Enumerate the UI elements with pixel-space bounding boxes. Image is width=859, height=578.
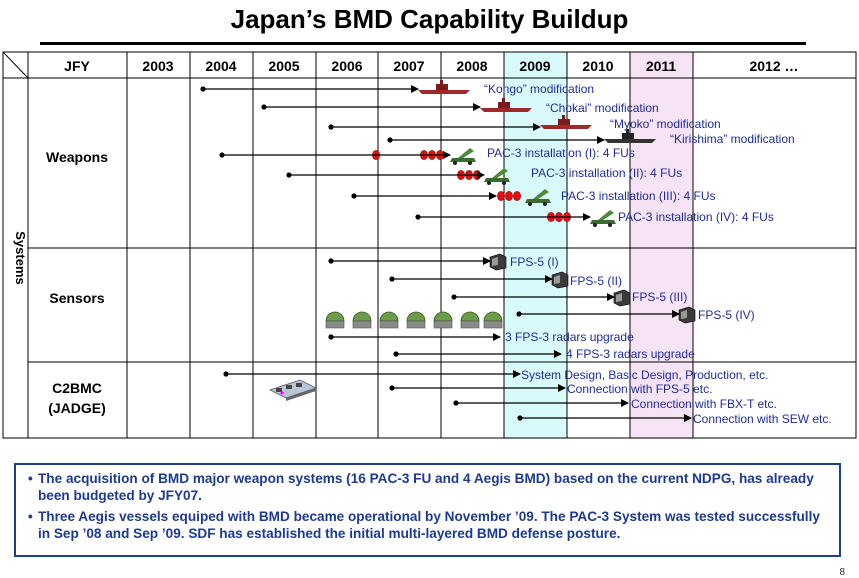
highlight-2009-header	[504, 52, 567, 78]
highlight-2011	[630, 78, 693, 439]
ship-icon	[418, 80, 470, 94]
fps5-label: FPS-5 (IV)	[698, 308, 755, 322]
header-year-2008: 2008	[456, 58, 487, 74]
radar-dome-icon	[379, 311, 399, 329]
summary-item: •Three Aegis vessels equiped with BMD be…	[28, 509, 820, 541]
pac3-missile-marker	[497, 191, 505, 201]
ship-icon	[480, 98, 532, 112]
pac3-missile-marker	[513, 191, 521, 201]
fps5-label: FPS-5 (I)	[510, 255, 559, 269]
header-year-2010: 2010	[582, 58, 613, 74]
radar-building-icon	[613, 289, 631, 307]
ship-icon	[604, 129, 656, 143]
pac3-launcher-icons	[450, 148, 616, 227]
summary-text: The acquisition of BMD major weapon syst…	[38, 471, 814, 503]
title-underline	[40, 42, 806, 45]
header-year-2005: 2005	[268, 58, 299, 74]
ship-modification-label: “Myoko” modification	[610, 117, 721, 131]
ship-modification-label: “Kongo” modification	[484, 82, 594, 96]
ship-modification-label: “Chokai” modification	[546, 101, 659, 115]
header-year-2012: 2012 …	[749, 58, 798, 74]
bmd-timeline-table: JFY 2003 2004 2005 2006 2007 2008 2009 2…	[2, 51, 857, 439]
summary-box: •The acquisition of BMD major weapon sys…	[14, 463, 841, 557]
fps3-upgrade-label: 3 FPS-3 radars upgrade	[505, 330, 634, 344]
fps5-radar-icons	[489, 253, 696, 324]
pac3-launcher-icon	[525, 189, 551, 206]
c2bmc-label: System Design, Basic Design, Production,…	[521, 368, 768, 382]
pac3-launcher-icon	[590, 210, 616, 227]
pac3-installation-label: PAC-3 installation (I): 4 FUs	[487, 146, 635, 160]
timeline-labels: “Kongo” modification “Chokai” modificatio…	[484, 82, 832, 426]
systems-label: Systems	[13, 231, 28, 284]
pac3-installation-label: PAC-3 installation (II): 4 FUs	[531, 166, 682, 180]
section-weapons-label: Weapons	[46, 149, 108, 165]
fps3-upgrade-label: 4 FPS-3 radars upgrade	[566, 347, 695, 361]
header-year-2007: 2007	[393, 58, 424, 74]
pac3-launcher-icon	[450, 148, 476, 165]
c2bmc-label: Connection with SEW etc.	[693, 412, 832, 426]
header-year-2003: 2003	[142, 58, 173, 74]
aegis-ship-icons	[418, 80, 656, 143]
pac3-installation-label: PAC-3 installation (IV): 4 FUs	[618, 210, 774, 224]
ship-modification-label: “Kirishima” modification	[670, 132, 795, 146]
pac3-missile-marker	[505, 191, 513, 201]
ship-icon	[540, 115, 592, 129]
section-c2bmc-label-line1: C2BMC	[52, 380, 102, 396]
radar-dome-icon	[352, 311, 372, 329]
radar-dome-icon	[433, 311, 453, 329]
header-year-2009: 2009	[519, 58, 550, 74]
section-c2bmc-label-line2: (JADGE)	[48, 400, 106, 416]
fps3-radar-dome-icons	[325, 311, 503, 329]
radar-building-icon	[678, 306, 696, 324]
page-number: 8	[839, 567, 845, 578]
pac3-installation-label: PAC-3 installation (III): 4 FUs	[561, 189, 716, 203]
jadge-network-icon	[268, 379, 318, 401]
c2bmc-label: Connection with FBX-T etc.	[631, 397, 777, 411]
header-year-2006: 2006	[331, 58, 362, 74]
pac3-launcher-icon	[484, 168, 510, 185]
fps5-label: FPS-5 (II)	[570, 274, 622, 288]
highlight-2009	[504, 78, 567, 439]
summary-item: •The acquisition of BMD major weapon sys…	[28, 471, 814, 503]
summary-text: Three Aegis vessels equiped with BMD bec…	[38, 509, 820, 541]
header-year-2004: 2004	[205, 58, 236, 74]
timeline-arrows	[200, 85, 692, 422]
radar-dome-icon	[406, 311, 426, 329]
header-year-2011: 2011	[646, 58, 677, 74]
fps5-label: FPS-5 (III)	[632, 290, 687, 304]
radar-dome-icon	[483, 311, 503, 329]
highlight-2011-header	[630, 52, 693, 78]
radar-dome-icon	[460, 311, 480, 329]
radar-dome-icon	[325, 311, 345, 329]
section-sensors-label: Sensors	[49, 290, 104, 306]
radar-building-icon	[489, 253, 507, 271]
c2bmc-label: Connection with FPS-5 etc.	[567, 382, 712, 396]
radar-building-icon	[551, 271, 569, 289]
page-title: Japan’s BMD Capability Buildup	[230, 4, 629, 34]
header-jfy: JFY	[64, 58, 90, 74]
